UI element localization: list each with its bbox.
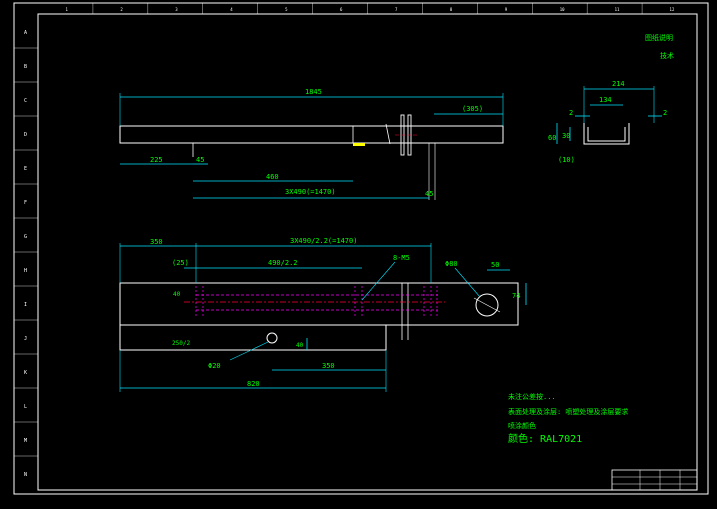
border-letter: L [24, 404, 27, 410]
border-number: 5 [285, 7, 288, 12]
border-number: 4 [230, 7, 233, 12]
leader-8m5 [361, 261, 396, 301]
border-number: 3 [175, 7, 178, 12]
dim-45-left: 45 [196, 156, 204, 164]
dim-60: 60 [548, 134, 556, 142]
border-letter: D [24, 132, 27, 138]
dim-305: (305) [462, 105, 483, 113]
border-letter: C [24, 98, 27, 104]
note-line-2: 表面处理及涂层: 喷塑处理及涂层要求 [508, 407, 628, 416]
plan-view: 350 3X490/2.2(=1470) (25) 490/2.2 8-M5 Φ… [119, 237, 527, 392]
border-number: 1 [65, 7, 68, 12]
outer-frame [13, 2, 709, 495]
small-hole-label: Φ20 [208, 362, 221, 370]
dim-820: 820 [247, 380, 260, 388]
dim-hole-pitch-total: 3X490/2.2(=1470) [290, 237, 357, 245]
top-right-note-2: 技术 [660, 51, 674, 60]
holes-label: 8-M5 [393, 254, 410, 262]
dim-hole-pitch: 490/2.2 [268, 259, 298, 267]
note-color: 颜色: RAL7021 [508, 432, 582, 445]
border-letter: J [24, 336, 27, 342]
small-hole [266, 332, 278, 344]
border-letter: H [24, 268, 27, 274]
weld-mark [353, 143, 365, 146]
border-number: 10 [560, 7, 565, 12]
inner-frame [37, 13, 698, 491]
big-hole-label: Φ80 [445, 260, 458, 268]
dim-225: 225 [150, 156, 163, 164]
front-bar [119, 125, 504, 144]
border-letter: E [24, 166, 27, 172]
border-letter: G [24, 234, 27, 240]
note-line-1: 未注公差按... [508, 392, 556, 401]
note-line-3: 喷涂颜色 [508, 421, 536, 430]
dim-10: (10) [558, 156, 575, 164]
title-block-frame [611, 469, 698, 491]
dim-45-right: 45 [425, 190, 433, 198]
channel-inner [587, 127, 626, 142]
border-number: 8 [450, 7, 453, 12]
title-block [611, 469, 698, 491]
border-number: 12 [670, 7, 675, 12]
big-hole [475, 293, 499, 317]
channel-outline [583, 123, 630, 145]
border-number: 7 [395, 7, 398, 12]
border-number: 2 [120, 7, 123, 12]
border-letter: F [24, 200, 27, 206]
border-letter: K [24, 370, 27, 376]
border-letter: N [24, 472, 27, 478]
border-letter: A [24, 30, 27, 36]
border-letters-left: A B C D E F G H I J K L M N [14, 30, 38, 478]
plan-lower-plate [119, 324, 387, 351]
dim-134: 134 [599, 96, 612, 104]
border-letter: I [24, 302, 27, 308]
dim-214: 214 [612, 80, 625, 88]
border-number: 9 [505, 7, 508, 12]
dim-lip-right: 2 [663, 109, 667, 117]
dim-74: 74 [512, 292, 520, 300]
dim-30: 30 [562, 132, 570, 140]
border-letter: M [24, 438, 27, 444]
plan-bar [119, 282, 519, 326]
dim-50: 50 [491, 261, 499, 269]
border-number: 6 [340, 7, 343, 12]
leader-phi20 [229, 341, 269, 361]
front-view: 1845 (305) 225 45 460 3X490(=1470) 45 [119, 88, 504, 200]
dim-350-low: 350 [322, 362, 335, 370]
leader-phi80 [454, 267, 481, 298]
border-letter: B [24, 64, 27, 70]
dim-1845: 1845 [305, 88, 322, 96]
border-number: 11 [615, 7, 620, 12]
dim-small-hole-vert: 40 [296, 342, 304, 349]
dim-lip-left: 2 [569, 109, 573, 117]
profile-section: 214 134 2 2 60 30 (10) [548, 80, 667, 164]
dim-350-top: 350 [150, 238, 163, 246]
dim-left-height: 40 [173, 291, 181, 298]
dim-25: (25) [172, 259, 189, 267]
big-hole-cross [473, 297, 501, 313]
top-right-note-1: 图纸说明 [645, 33, 673, 42]
dim-lower-height: 250/2 [172, 340, 190, 347]
dim-1470: 3X490(=1470) [285, 188, 336, 196]
dim-460: 460 [266, 173, 279, 181]
joint [385, 123, 391, 145]
